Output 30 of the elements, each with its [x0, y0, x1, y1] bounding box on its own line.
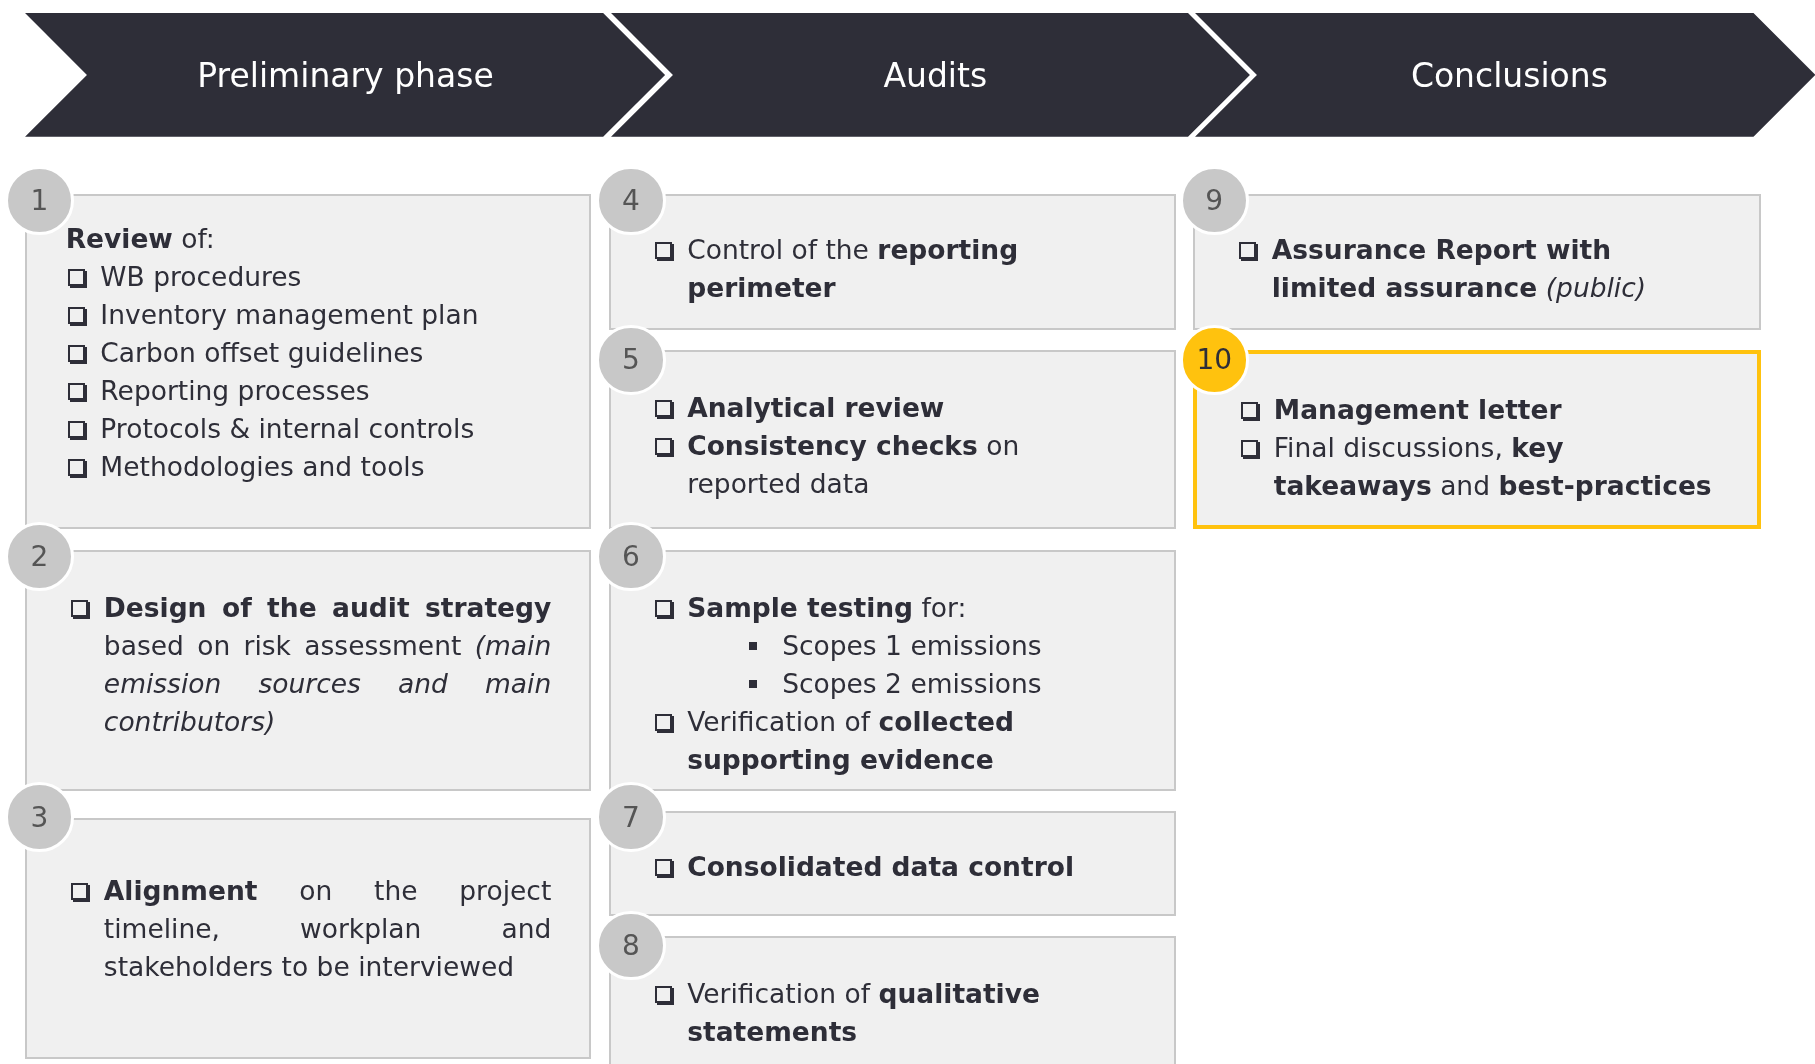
- step-text: Alignment on the project timeline, workplan and stakeholders to be interviewed: [103, 874, 552, 985]
- step-text: Carbon offset guidelines: [100, 336, 424, 368]
- step-number-circle: 6: [596, 522, 666, 592]
- step-card: [608, 349, 1177, 529]
- step-text: Inventory management plan: [100, 298, 479, 330]
- step-text: Assurance Report with limited assurance (public): [1271, 234, 1647, 304]
- step-number-circle: 7: [596, 782, 666, 852]
- phase-title: Audits: [883, 55, 988, 95]
- step-text: Sample testing for:: [687, 591, 967, 623]
- step-text: WB procedures: [100, 260, 302, 292]
- step-text: Scopes 1 emissions: [782, 629, 1042, 661]
- step-text: Design of the audit strategy based on risk assessment (main emission sources and main contributors): [103, 590, 552, 739]
- step-number-circle: 8: [596, 910, 666, 981]
- step-text: Methodologies and tools: [100, 450, 425, 482]
- step-text: Consolidated data control: [687, 851, 1074, 883]
- step-text: Protocols & internal controls: [100, 412, 475, 444]
- step-text: Consistency checks on reported data: [687, 429, 1020, 499]
- step-text: Verification of qualitative statements: [687, 978, 1040, 1048]
- step-text: Scopes 2 emissions: [782, 667, 1042, 699]
- step-number-circle: 5: [596, 325, 666, 395]
- step-text: Control of the reporting perimeter: [687, 234, 1019, 304]
- step-card: [608, 936, 1177, 1064]
- step-card: [1193, 349, 1761, 529]
- step-text: Reporting processes: [100, 374, 370, 406]
- step-text: Management letter: [1273, 393, 1562, 425]
- step-text: Verification of collected supporting evidence: [687, 705, 1014, 775]
- phase-title: Preliminary phase: [197, 55, 494, 95]
- phase-title: Conclusions: [1410, 55, 1608, 95]
- step-text: Final discussions, key takeaways and best-practices: [1273, 431, 1712, 501]
- step-text: Analytical review: [687, 391, 945, 423]
